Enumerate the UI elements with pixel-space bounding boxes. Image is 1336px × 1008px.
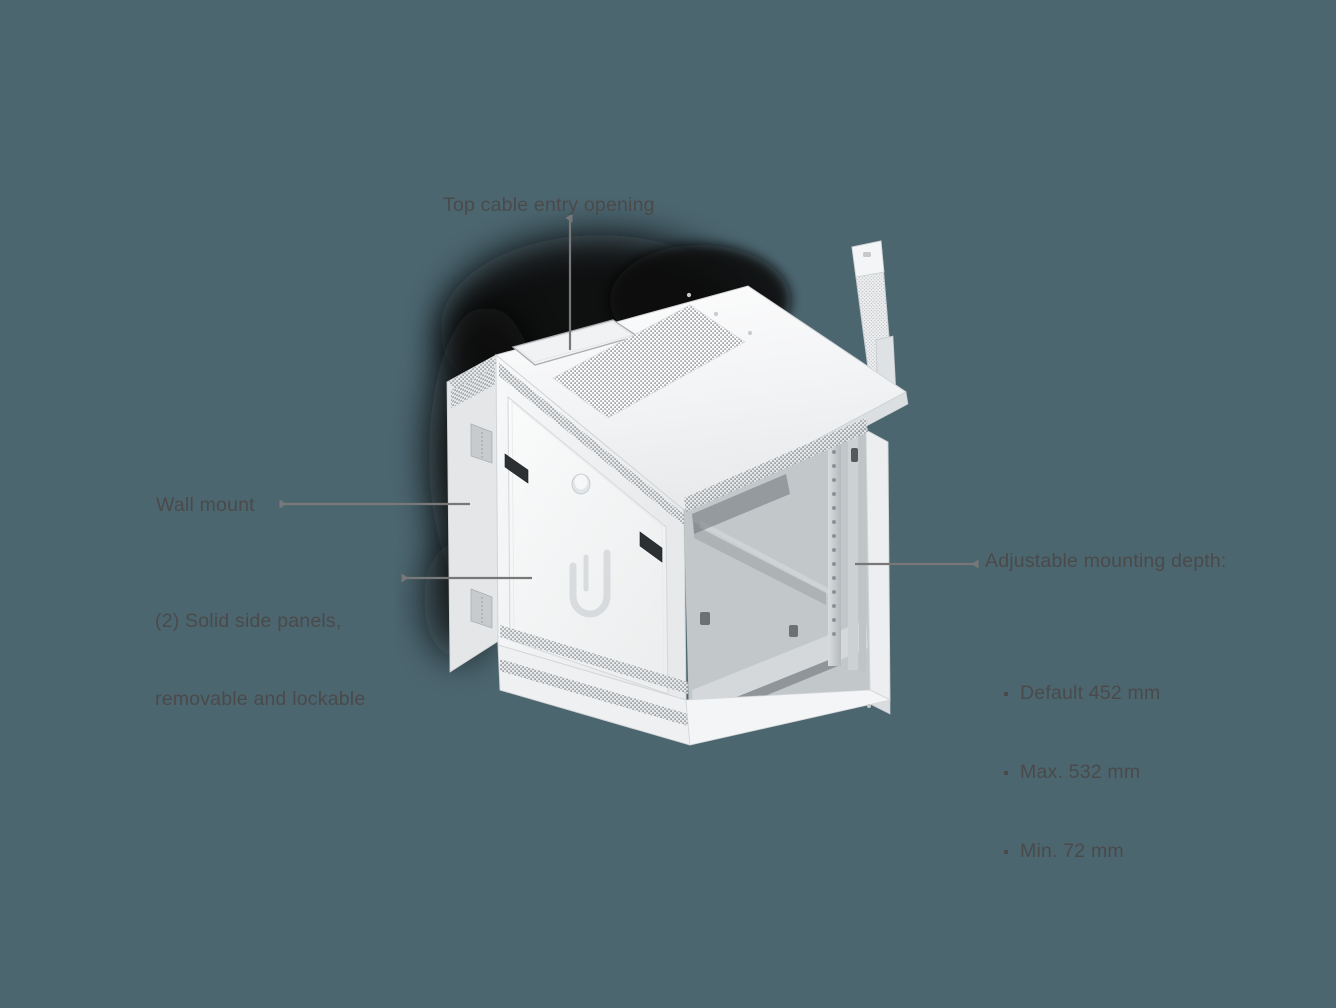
- callout-side-panels-line1: (2) Solid side panels,: [155, 610, 342, 632]
- mounting-depth-item: Max. 532 mm: [1003, 759, 1227, 786]
- mounting-depth-list: Default 452 mm Max. 532 mm Min. 72 mm: [985, 628, 1227, 917]
- side-panel-hinge-upper: [470, 423, 493, 464]
- ubiquiti-logo: [569, 549, 611, 618]
- mounting-depth-item: Min. 72 mm: [1003, 838, 1227, 865]
- callout-mounting-depth: Adjustable mounting depth: Default 452 m…: [985, 496, 1227, 969]
- rack-cabinet-body: [446, 285, 909, 746]
- callout-top-cable-entry: Top cable entry opening: [443, 194, 655, 216]
- callout-side-panels: (2) Solid side panels, removable and loc…: [155, 556, 365, 764]
- mounting-depth-item: Default 452 mm: [1003, 680, 1227, 707]
- side-panel-lock[interactable]: [571, 473, 591, 495]
- callout-side-panels-line2: removable and lockable: [155, 688, 366, 710]
- side-panel-latch-lower[interactable]: [639, 531, 663, 563]
- rack-interior: [684, 430, 870, 745]
- callout-wall-mount: Wall mount: [156, 494, 255, 516]
- callout-mounting-depth-heading: Adjustable mounting depth:: [985, 550, 1227, 572]
- side-panel-door: [507, 395, 669, 695]
- side-panel-latch-upper[interactable]: [504, 453, 529, 484]
- side-panel-hinge-lower: [470, 588, 493, 629]
- top-vent-panel: [552, 304, 746, 419]
